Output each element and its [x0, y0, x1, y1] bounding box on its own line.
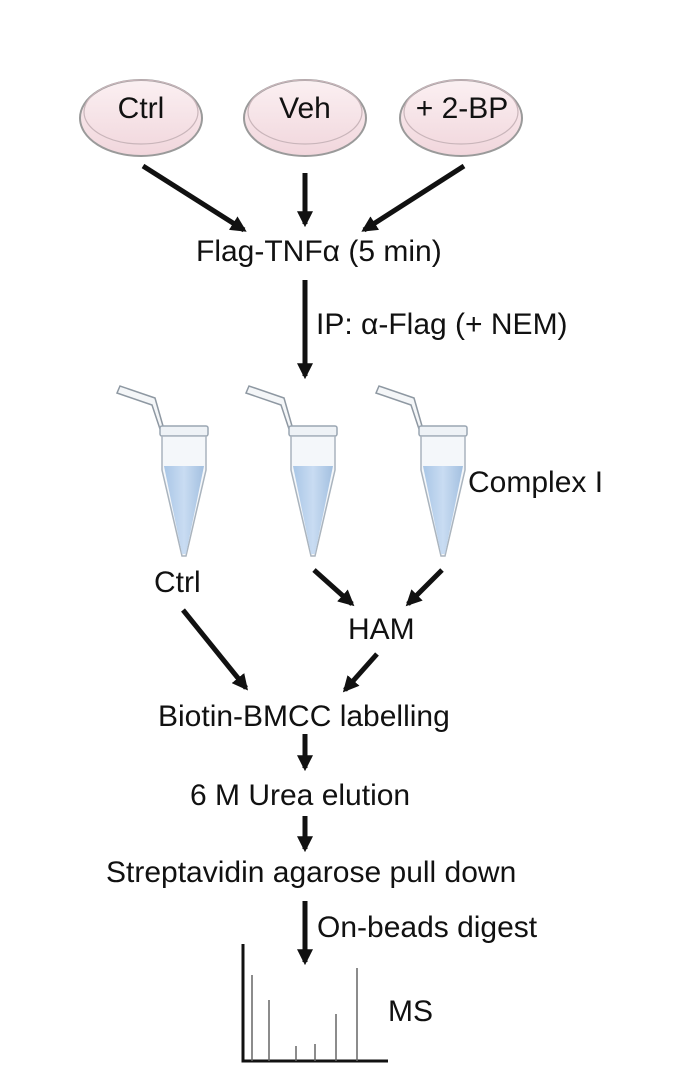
dish-label-ctrl: Ctrl: [117, 92, 165, 125]
immunoprecipitation-step: IP: α-Flag (+ NEM): [316, 308, 568, 341]
tube-veh: [244, 385, 338, 557]
pulldown-step: Streptavidin agarose pull down: [106, 856, 517, 889]
ms-spectrum: [241, 944, 388, 1063]
arrow-veh-to-ham: [312, 568, 355, 607]
stimulation-step: Flag-TNFα (5 min): [196, 235, 442, 268]
arrow-ham-to-labelling: [342, 652, 379, 693]
ham-branch-label: HAM: [348, 613, 415, 646]
arrow-ctrl-to-stim: [141, 163, 247, 233]
petri-dish-ctrl: [79, 79, 203, 157]
elution-step: 6 M Urea elution: [190, 779, 411, 812]
arrow-2bp-to-ham: [405, 568, 444, 607]
complex-label: Complex I: [468, 466, 604, 499]
petri-dish-2bp: [399, 79, 523, 157]
labelling-step: Biotin-BMCC labelling: [158, 700, 450, 733]
dish-label-2bp: + 2-BP: [415, 92, 509, 125]
digest-step: On-beads digest: [317, 911, 538, 944]
tube-2bp: [374, 385, 468, 557]
tube-ctrl: [115, 385, 209, 557]
ctrl-branch-label: Ctrl: [154, 566, 201, 599]
arrow-2bp-to-stim: [361, 163, 466, 233]
petri-dish-veh: [243, 79, 367, 157]
ms-label: MS: [388, 995, 433, 1028]
arrow-ctrl-to-labelling: [181, 608, 249, 691]
dish-label-veh: Veh: [279, 92, 331, 125]
